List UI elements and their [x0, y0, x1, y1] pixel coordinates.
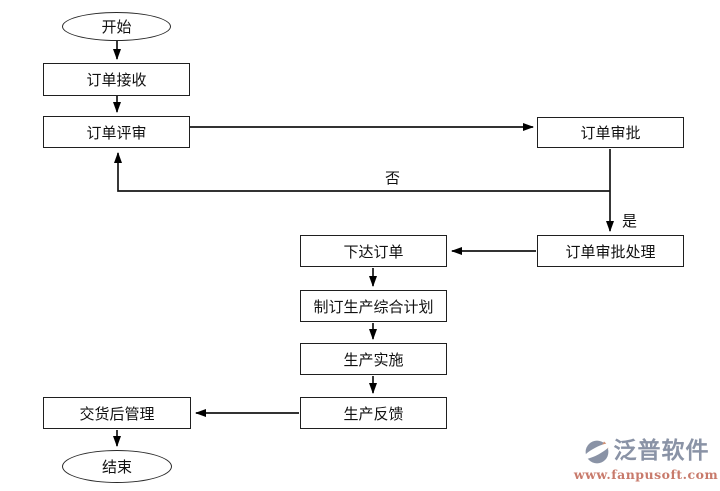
node-label: 开始: [101, 18, 132, 36]
node-start: 开始: [62, 12, 171, 41]
node-label: 交货后管理: [79, 404, 155, 423]
node-label: 生产实施: [343, 350, 404, 369]
node-label: 下达订单: [343, 242, 404, 261]
edge-order-approval-no-to-order-review: [114, 152, 610, 192]
node-make-production-plan: 制订生产综合计划: [300, 290, 447, 322]
node-label: 订单接收: [86, 71, 147, 89]
edge-label-yes: 是: [620, 212, 640, 230]
brand-url: www.fanpusoft.com: [573, 467, 719, 482]
node-post-delivery-management: 交货后管理: [43, 397, 191, 429]
node-label: 制订生产综合计划: [313, 297, 434, 316]
node-label: 订单审批: [580, 124, 641, 142]
brand-watermark: 泛普软件 www.fanpusoft.com: [573, 438, 719, 482]
node-end: 结束: [62, 450, 172, 483]
fanpu-logo-icon: [582, 438, 611, 466]
node-production-feedback: 生产反馈: [300, 397, 447, 429]
node-label: 生产反馈: [343, 404, 404, 423]
node-production-implement: 生产实施: [300, 343, 447, 375]
node-label: 订单审批处理: [565, 242, 656, 261]
node-order-approval-process: 订单审批处理: [537, 235, 684, 267]
node-label: 结束: [101, 458, 132, 476]
node-label: 订单评审: [86, 123, 147, 142]
node-issue-order: 下达订单: [300, 235, 447, 267]
node-order-approval: 订单审批: [537, 117, 684, 148]
brand-name: 泛普软件: [613, 438, 710, 465]
node-order-review: 订单评审: [43, 116, 190, 148]
node-order-receive: 订单接收: [43, 63, 190, 96]
edge-label-no: 否: [383, 169, 403, 187]
